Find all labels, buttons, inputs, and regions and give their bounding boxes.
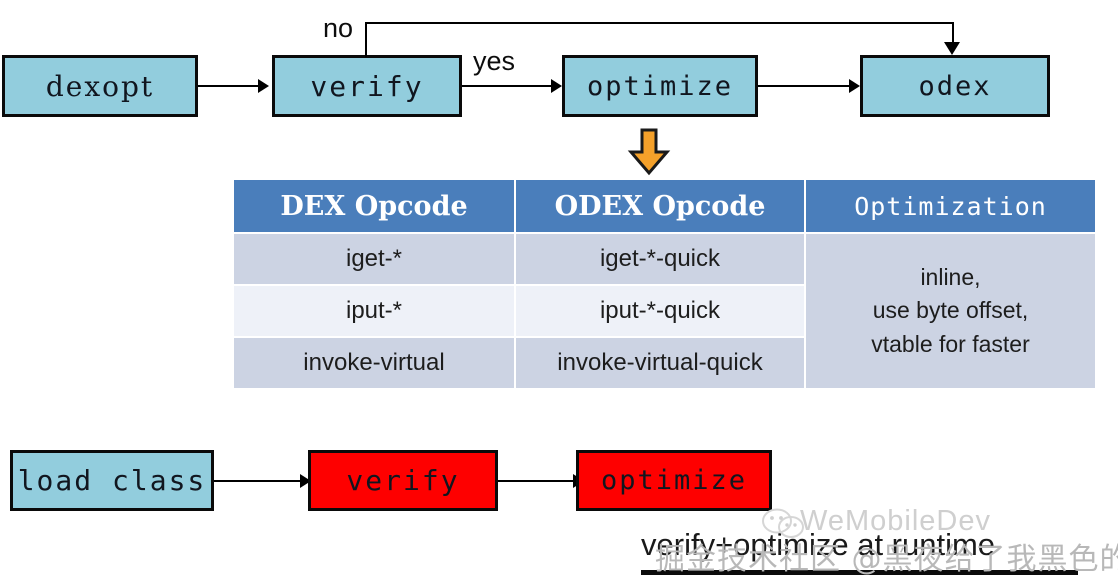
flow-node-verify-bottom-label: verify (346, 464, 460, 497)
flow-node-load-class-label: load class (17, 464, 207, 497)
table-header-odex-opcode: ODEX Opcode (516, 180, 804, 232)
table-header-dex-opcode: DEX Opcode (234, 180, 514, 232)
flow-node-optimize-top[interactable]: optimize (562, 55, 758, 117)
connector-loadclass-to-verify (214, 480, 304, 482)
flow-node-optimize-bottom-label: optimize (600, 465, 748, 496)
cell-dex-opcode: iget-* (234, 234, 514, 284)
flow-node-optimize-top-label: optimize (586, 70, 734, 102)
cell-dex-opcode: invoke-virtual (234, 338, 514, 388)
connector-no-riser (365, 22, 367, 57)
optimization-line: vtable for faster (871, 330, 1030, 357)
flow-node-verify-bottom[interactable]: verify (308, 450, 498, 511)
connector-verify-to-optimize (462, 85, 554, 87)
arrowhead-no-to-odex (944, 42, 960, 55)
flow-node-verify-top-label: verify (310, 69, 424, 103)
flow-node-load-class[interactable]: load class (10, 450, 214, 511)
cell-odex-opcode: invoke-virtual-quick (516, 338, 804, 388)
watermark-chinese: 掘金技术社区 @黑夜给了我黑色的眼睛 (655, 542, 1118, 577)
flow-node-odex[interactable]: odex (860, 55, 1050, 117)
flow-node-optimize-bottom[interactable]: optimize (576, 450, 772, 511)
orange-down-arrow-icon (627, 128, 671, 181)
optimization-line: use byte offset, (872, 297, 1029, 324)
flow-node-dexopt[interactable]: dexopt (2, 55, 198, 117)
flow-node-odex-label: odex (918, 70, 992, 102)
table-header-row: DEX Opcode ODEX Opcode Optimization (234, 180, 1095, 232)
flow-node-verify-top[interactable]: verify (272, 55, 462, 117)
flow-node-dexopt-label: dexopt (45, 69, 155, 103)
wechat-logo-icon (760, 506, 806, 545)
connector-dexopt-to-verify (198, 85, 260, 87)
arrowhead-optimize-to-odex (849, 79, 860, 93)
opcode-optimization-table: DEX Opcode ODEX Opcode Optimization iget… (232, 178, 1097, 390)
watermark-brand: WeMobileDev (800, 505, 991, 537)
table-row: iput-* iput-*-quick (234, 286, 1095, 336)
caption-underline (641, 570, 1078, 575)
connector-no-span (365, 22, 953, 24)
bottom-flow-caption: verify+optimize at runtime (641, 527, 996, 562)
cell-odex-opcode: iget-*-quick (516, 234, 804, 284)
arrowhead-loadclass-to-verify (300, 474, 311, 488)
edge-label-no: no (323, 13, 354, 43)
cell-dex-opcode: iput-* (234, 286, 514, 336)
table-row: invoke-virtual invoke-virtual-quick (234, 338, 1095, 388)
arrowhead-verify-to-optimize (551, 79, 562, 93)
connector-verify-to-optimize-bottom (498, 480, 576, 482)
cell-optimization-notes: inline, use byte offset, vtable for fast… (806, 234, 1095, 388)
optimization-line: inline, (920, 263, 981, 290)
cell-odex-opcode: iput-*-quick (516, 286, 804, 336)
table-row: iget-* iget-*-quick inline, use byte off… (234, 234, 1095, 388)
connector-optimize-to-odex (758, 85, 852, 87)
edge-label-yes: yes (473, 46, 516, 76)
table-header-optimization: Optimization (806, 180, 1095, 232)
arrowhead-dexopt-to-verify (258, 79, 269, 93)
connector-no-drop (952, 22, 954, 44)
